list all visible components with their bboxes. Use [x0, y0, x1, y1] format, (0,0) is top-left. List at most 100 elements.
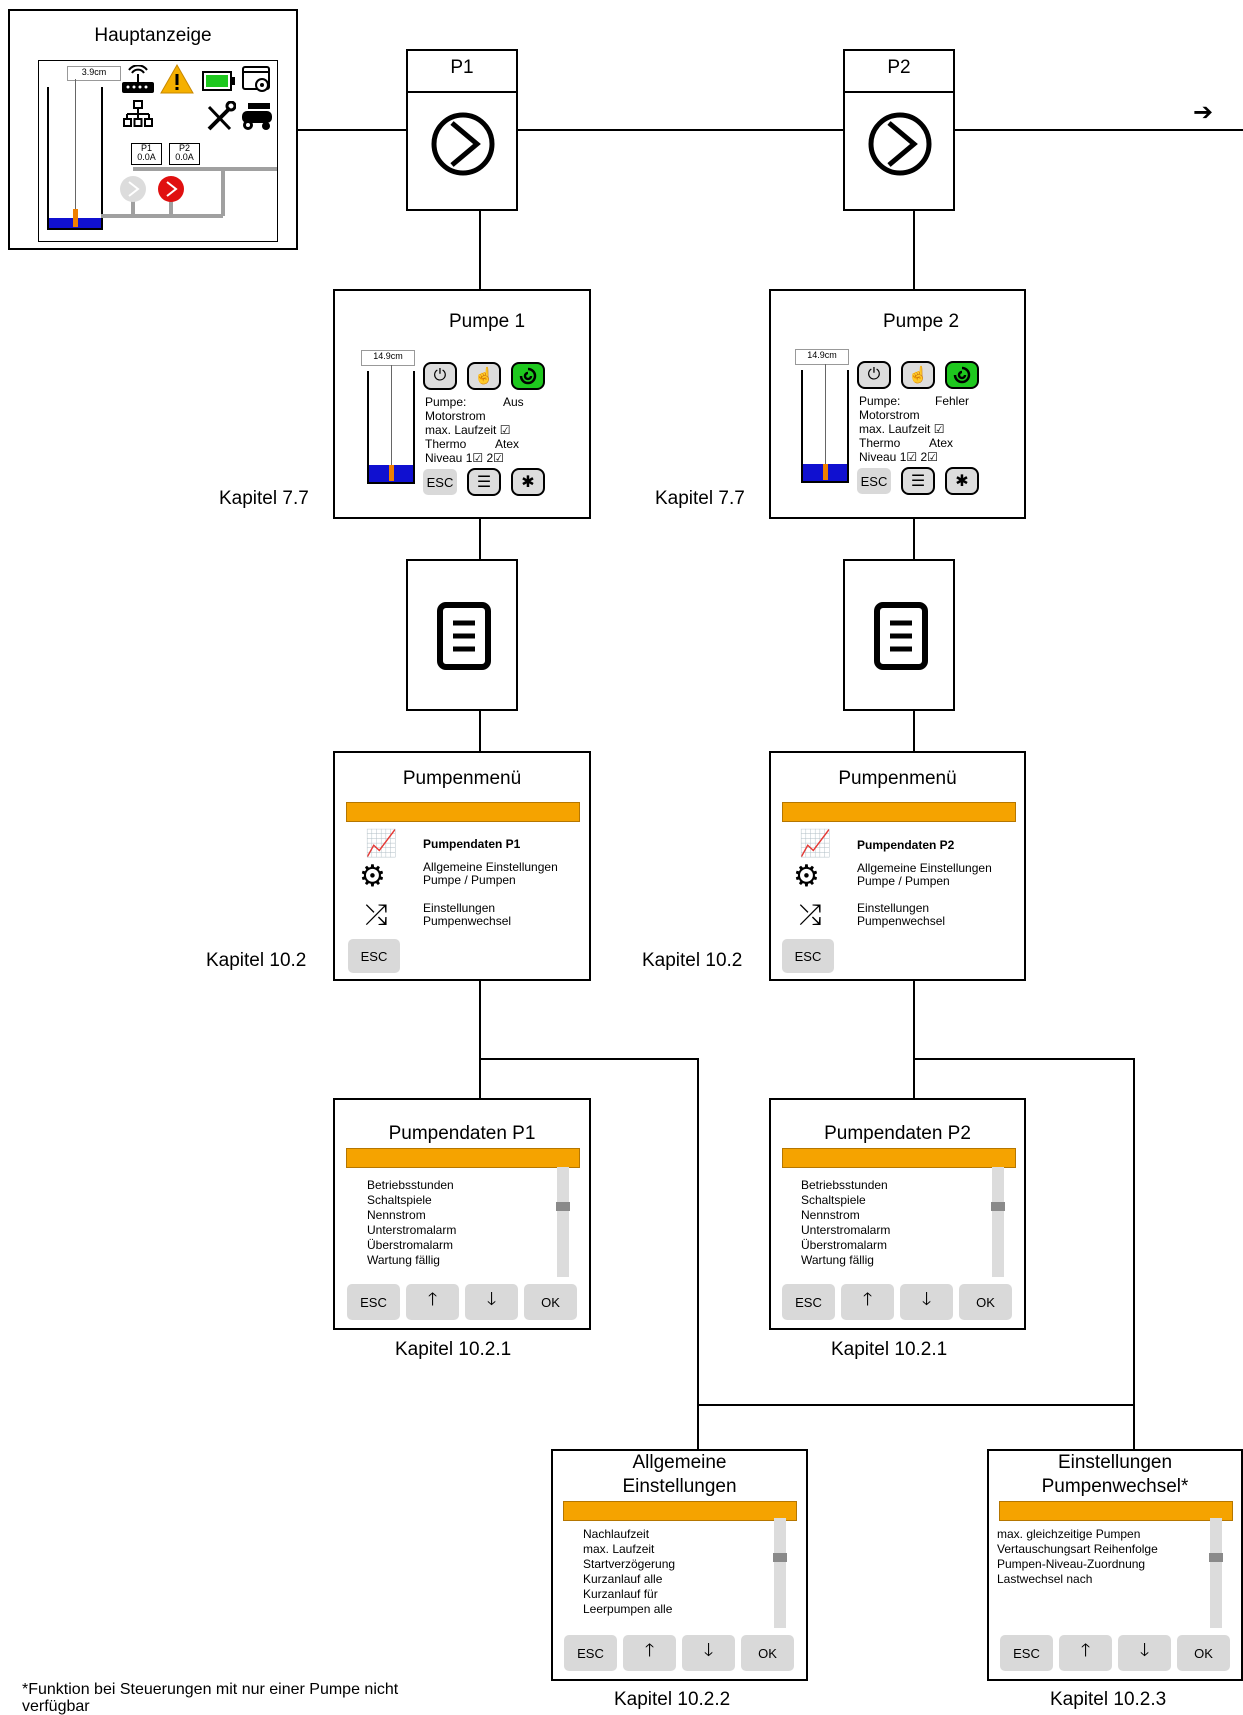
p2-current: 0.0A [175, 152, 194, 162]
pump1-niveau: Niveau 1☑ 2☑ [425, 451, 504, 465]
main-screen: 3.9cm [38, 60, 278, 242]
menu-node-2 [843, 559, 955, 711]
setting-item: Nachlaufzeit [583, 1527, 650, 1541]
esc-button[interactable]: ESC [1000, 1635, 1053, 1671]
pump1-screen: Pumpe 1 14.9cm ⏻ ☝ Pumpe: Aus Motorstrom… [333, 289, 591, 519]
auto-icon[interactable] [511, 362, 545, 390]
p1-label: P1 [140, 143, 152, 153]
pump2-laufzeit: max. Laufzeit ☑ [859, 422, 945, 436]
setting-item: Startverzögerung [583, 1557, 676, 1571]
menu-item-pump-data[interactable]: Pumpendaten P1 [423, 838, 520, 851]
pump2-title: Pumpe 2 [883, 311, 960, 332]
shuffle-icon: ⤮ [365, 899, 388, 930]
hand-icon[interactable]: ☝ [901, 361, 935, 389]
data-item: Betriebsstunden [367, 1178, 454, 1192]
up-button[interactable]: 🡑 [406, 1284, 459, 1320]
data-item: Nennstrom [801, 1208, 860, 1222]
pump-node-divider [845, 91, 953, 93]
down-button[interactable]: 🡓 [682, 1635, 735, 1671]
pump-switching-chapter: Kapitel 10.2.3 [1050, 1689, 1167, 1710]
setting-item: max. gleichzeitige Pumpen [997, 1527, 1141, 1541]
p2-label: P2 [178, 143, 190, 153]
esc-button[interactable]: ESC [782, 939, 834, 973]
esc-button[interactable]: ESC [857, 468, 891, 494]
menu-item-general-settings[interactable]: Allgemeine Einstellungen Pumpe / Pumpen [423, 861, 558, 887]
pump-data-1-screen: Pumpendaten P1 Betriebsstunden Schaltspi… [333, 1098, 591, 1330]
hand-icon[interactable]: ☝ [467, 362, 501, 390]
scrollbar[interactable] [773, 1518, 787, 1628]
network-icon [123, 100, 153, 127]
up-button[interactable]: 🡑 [841, 1284, 894, 1320]
pump-data-2-chapter: Kapitel 10.2.1 [831, 1339, 948, 1360]
scroll-thumb[interactable] [991, 1202, 1005, 1211]
shuffle-icon: ⤮ [799, 899, 822, 930]
main-display-panel: Hauptanzeige 3.9cm [8, 9, 298, 250]
menu-item-pump-switching-line2: Pumpenwechsel [857, 914, 946, 928]
menu-item-general-settings-line2: Pumpe / Pumpen [423, 873, 516, 887]
menu-item-pump-data-label: Pumpendaten P2 [857, 838, 955, 852]
menu-list-icon[interactable]: ☰ [467, 468, 501, 496]
ok-button[interactable]: OK [741, 1635, 794, 1671]
power-icon[interactable]: ⏻ [857, 361, 891, 389]
scroll-thumb[interactable] [1209, 1553, 1223, 1562]
footnote: *Funktion bei Steuerungen mit nur einer … [22, 1681, 399, 1715]
power-icon[interactable]: ⏻ [423, 362, 457, 390]
down-button[interactable]: 🡓 [465, 1284, 518, 1320]
setting-item: Pumpen-Niveau-Zuordnung [997, 1557, 1146, 1571]
menu-item-general-settings[interactable]: Allgemeine Einstellungen Pumpe / Pumpen [857, 862, 992, 888]
pump1-status-label: Pumpe: [425, 395, 467, 409]
pump2-niveau: Niveau 1☑ 2☑ [859, 450, 938, 464]
settings-window-icon [242, 66, 270, 92]
scrollbar[interactable] [1209, 1518, 1223, 1628]
pump2-status-label: Pumpe: [859, 394, 901, 408]
up-button[interactable]: 🡑 [623, 1635, 676, 1671]
menu-item-pump-switching[interactable]: Einstellungen Pumpenwechsel [857, 902, 945, 928]
warning-icon [160, 63, 194, 94]
pump-data-2-screen: Pumpendaten P2 Betriebsstunden Schaltspi… [769, 1098, 1026, 1330]
ok-button[interactable]: OK [1177, 1635, 1230, 1671]
service-off-icon[interactable]: ✱ [511, 468, 545, 496]
menu-list-icon[interactable]: ☰ [901, 467, 935, 495]
menu-item-pump-switching[interactable]: Einstellungen Pumpenwechsel [423, 902, 511, 928]
pump-menu-1-title: Pumpenmenü [402, 768, 522, 789]
menu-item-pump-switching-line1: Einstellungen [857, 901, 930, 915]
pump1-status-value: Aus [503, 395, 524, 409]
esc-button[interactable]: ESC [423, 469, 457, 495]
tools-icon [207, 101, 236, 131]
ok-button[interactable]: OK [524, 1284, 577, 1320]
esc-button[interactable]: ESC [564, 1635, 617, 1671]
general-settings-title-2: Einstellungen [622, 1476, 737, 1497]
menu-item-pump-data[interactable]: Pumpendaten P2 [857, 839, 954, 852]
pump-data-1-chapter: Kapitel 10.2.1 [395, 1339, 512, 1360]
pump-symbol-icon [431, 112, 495, 176]
scrollbar[interactable] [991, 1167, 1005, 1277]
service-off-icon[interactable]: ✱ [945, 467, 979, 495]
esc-button[interactable]: ESC [782, 1284, 835, 1320]
auto-swirl [953, 366, 971, 384]
down-button[interactable]: 🡓 [1118, 1635, 1171, 1671]
float-switch [73, 209, 78, 227]
up-button[interactable]: 🡑 [1059, 1635, 1112, 1671]
scroll-thumb[interactable] [773, 1553, 787, 1562]
float-rod [391, 365, 392, 465]
pump1-chapter: Kapitel 7.7 [219, 488, 309, 509]
p2-current-box: P2 0.0A [169, 143, 200, 165]
scroll-thumb[interactable] [556, 1202, 570, 1211]
down-button[interactable]: 🡓 [900, 1284, 953, 1320]
ok-button[interactable]: OK [959, 1284, 1012, 1320]
pump2-level: 14.9cm [795, 349, 849, 365]
menu-node-1 [406, 559, 518, 711]
setting-item: Leerpumpen alle [583, 1602, 673, 1616]
data-item: Unterstromalarm [367, 1223, 457, 1237]
esc-button[interactable]: ESC [347, 1284, 400, 1320]
pump-data-1-title: Pumpendaten P1 [388, 1123, 536, 1144]
esc-button[interactable]: ESC [348, 939, 400, 973]
general-settings-chapter: Kapitel 10.2.2 [614, 1689, 731, 1710]
selection-bar [346, 802, 580, 822]
scrollbar[interactable] [556, 1167, 570, 1277]
auto-swirl [519, 367, 537, 385]
p1-current: 0.0A [137, 152, 156, 162]
pump2-tank [801, 364, 849, 483]
setting-item: Vertauschungsart Reihenfolge [997, 1542, 1158, 1556]
auto-icon[interactable] [945, 361, 979, 389]
